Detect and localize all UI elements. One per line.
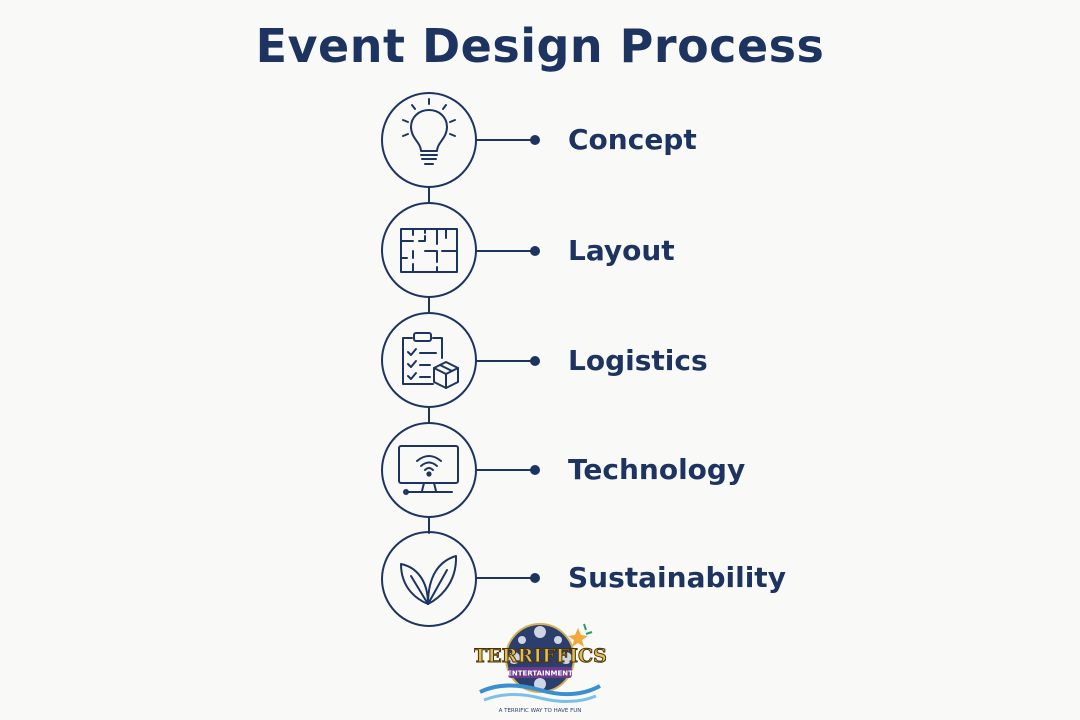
step-label-layout: Layout <box>568 234 675 267</box>
company-logo: TERRIFFICS ENTERTAINMENT A TERRIFIC WAY … <box>474 623 606 714</box>
step-label-sustainability: Sustainability <box>568 561 786 594</box>
step-circle <box>381 312 477 408</box>
monitor-wifi-icon <box>398 445 459 495</box>
step-label-technology: Technology <box>568 453 746 486</box>
step-dot <box>530 356 540 366</box>
step-dot <box>530 246 540 256</box>
step-dot <box>530 135 540 145</box>
svg-text:TERRIFFICS: TERRIFFICS <box>474 645 606 667</box>
step-sustainability <box>381 531 540 627</box>
svg-text:ENTERTAINMENT: ENTERTAINMENT <box>507 670 573 678</box>
step-concept <box>381 92 540 188</box>
leaves-icon <box>400 555 458 605</box>
lightbulb-icon <box>402 98 456 165</box>
step-circle <box>381 92 477 188</box>
clipboard-box-icon <box>402 332 459 389</box>
svg-text:A TERRIFIC WAY TO HAVE FUN: A TERRIFIC WAY TO HAVE FUN <box>499 708 582 714</box>
step-label-concept: Concept <box>568 123 697 156</box>
step-logistics <box>381 312 540 408</box>
step-layout <box>381 202 540 298</box>
step-dot <box>530 465 540 475</box>
step-circle <box>381 422 477 518</box>
step-dot <box>530 573 540 583</box>
page-title: Event Design Process <box>255 19 825 73</box>
step-circle <box>381 531 477 627</box>
step-label-logistics: Logistics <box>568 344 708 377</box>
step-technology <box>381 422 540 518</box>
floor-plan-icon <box>400 228 458 273</box>
